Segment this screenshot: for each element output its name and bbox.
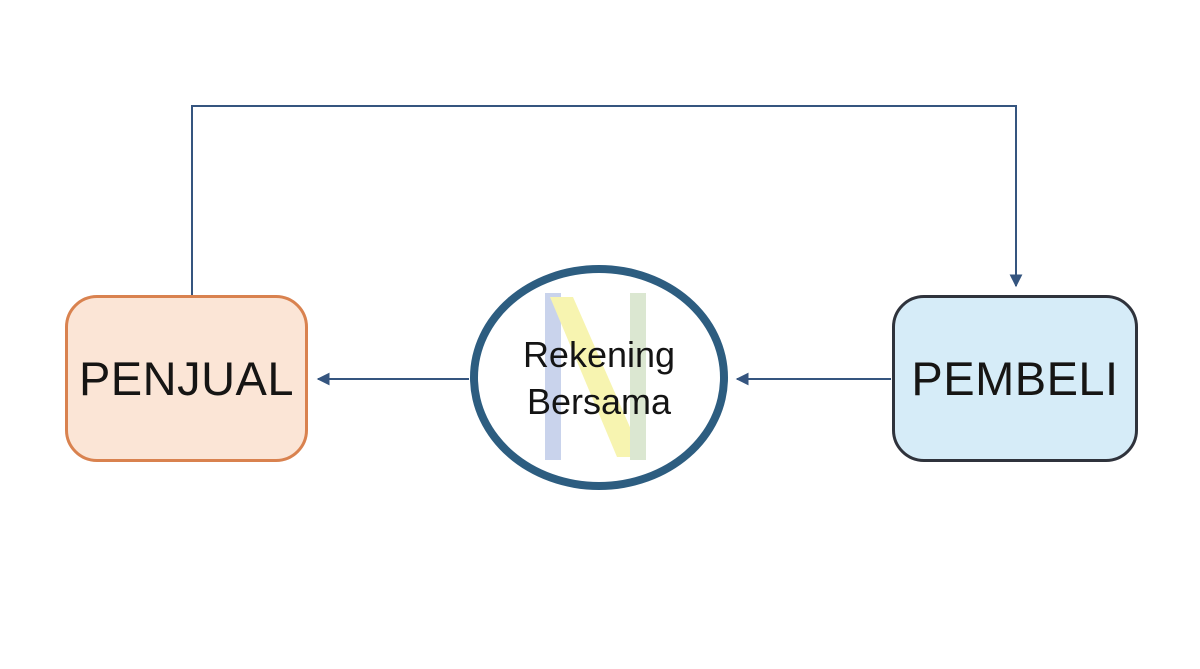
node-pembeli: PEMBELI	[892, 295, 1138, 462]
rekening-label-line2: Bersama	[526, 380, 672, 422]
node-rekening-bersama: Rekening Bersama	[470, 265, 728, 490]
penjual-label: PENJUAL	[78, 352, 295, 405]
pembeli-label: PEMBELI	[911, 352, 1119, 405]
rekening-label-line1: Rekening	[522, 333, 676, 375]
node-penjual: PENJUAL	[65, 295, 308, 462]
rekening-label: Rekening Bersama	[523, 331, 675, 425]
